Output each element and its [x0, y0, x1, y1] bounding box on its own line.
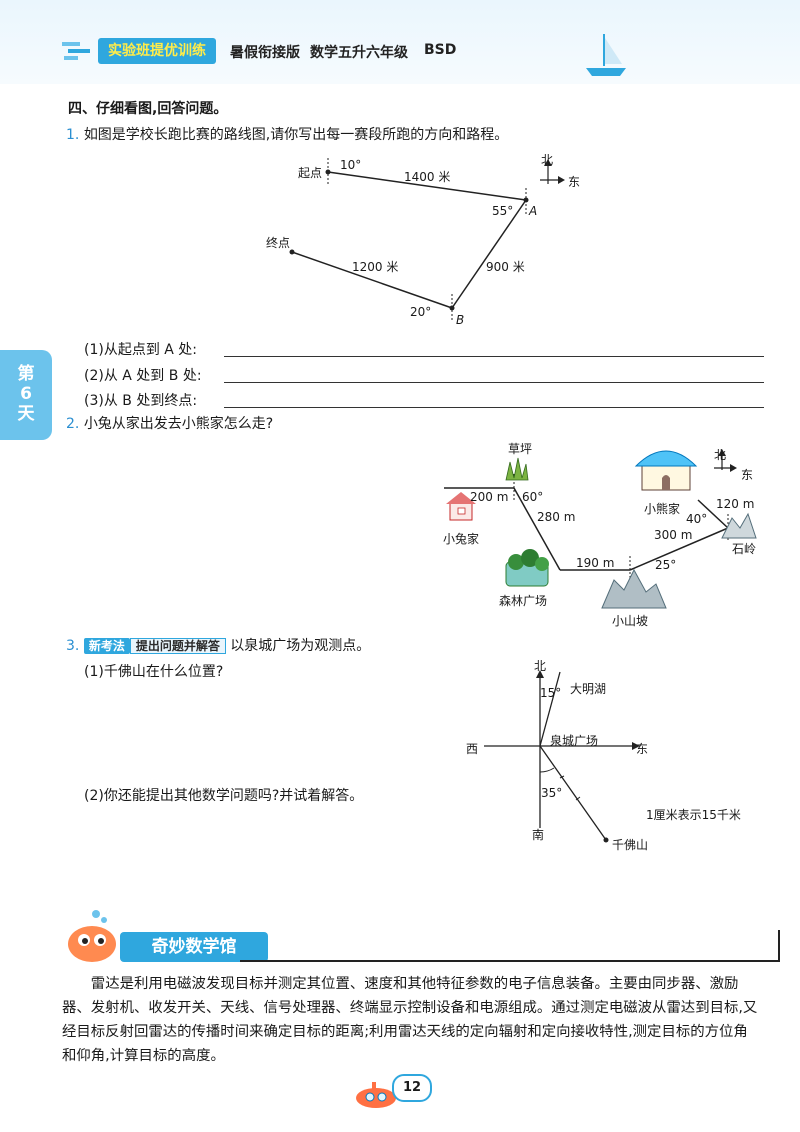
- q2-forest-label: 森林广场: [499, 594, 548, 608]
- rock-icon: [721, 512, 757, 539]
- boat-icon: [582, 30, 630, 80]
- q2-d3: 190 m: [576, 556, 615, 570]
- wonder-title: 奇妙数学馆: [120, 932, 268, 962]
- q2-a3: 40°: [686, 512, 708, 526]
- header-decoration-icon: [62, 40, 92, 62]
- q2-hill-label: 小山坡: [612, 614, 649, 628]
- day-tab-char: 天: [17, 404, 35, 424]
- q1-angle-start: 10°: [340, 158, 362, 172]
- q2-east-label: 东: [741, 468, 754, 482]
- wonder-paragraph: 雷达是利用电磁波发现目标并测定其位置、速度和其他特征参数的电子信息装备。主要由同…: [62, 976, 758, 1064]
- q3-compass-diagram: [484, 670, 640, 843]
- q2-path-diagram: [444, 449, 757, 609]
- q1-sub2: (2)从 A 处到 B 处:: [84, 368, 202, 384]
- q2-d1: 200 m: [470, 490, 509, 504]
- forest-icon: [505, 549, 549, 587]
- q1-answer-line-1[interactable]: [224, 356, 764, 357]
- q1-angle-b: 20°: [410, 305, 432, 319]
- q3-number: 3.: [66, 638, 80, 654]
- q2-rabbit-home: 小兔家: [443, 532, 480, 546]
- q3-south-label: 南: [532, 828, 545, 842]
- route-b-end: [291, 251, 453, 309]
- q2-d5: 120 m: [716, 497, 755, 511]
- q3-scale-label: 1厘米表示15千米: [646, 808, 741, 822]
- q3-tag-method: 提出问题并解答: [129, 638, 226, 654]
- q2-text: 2. 小兔从家出发去小熊家怎么走?: [66, 414, 273, 434]
- q1-point-b: B: [456, 313, 465, 327]
- q3-west-label: 西: [466, 742, 479, 756]
- q1-dist-b-end: 1200 米: [352, 260, 399, 274]
- bear-house-icon: [634, 450, 698, 491]
- q3-sub2: (2)你还能提出其他数学问题吗?并试着解答。: [84, 788, 364, 804]
- q1-answer-line-2[interactable]: [224, 382, 764, 383]
- q1-prompt: 如图是学校长跑比赛的路线图,请你写出每一赛段所跑的方向和路程。: [83, 127, 509, 143]
- grass-icon: [505, 457, 529, 481]
- q3-east-label: 东: [636, 742, 649, 756]
- q1-number: 1.: [66, 127, 80, 143]
- q1-dist-a-b: 900 米: [486, 260, 525, 274]
- wonder-divider: [240, 960, 780, 962]
- q3-angle-lake: 15°: [540, 686, 562, 700]
- q2-number: 2.: [66, 416, 80, 432]
- submarine-icon: [352, 1080, 402, 1112]
- day-side-tab: 第 6 天: [0, 350, 52, 440]
- q1-angle-a: 55°: [492, 204, 514, 218]
- q3-sub1: (1)千佛山在什么位置?: [84, 664, 224, 680]
- q1-start-label: 起点: [298, 166, 323, 180]
- q2-d2: 280 m: [537, 510, 576, 524]
- hill-icon: [601, 568, 667, 609]
- q3-text: 3. 新考法提出问题并解答 以泉城广场为观测点。: [66, 636, 370, 656]
- q2-grass-label: 草坪: [508, 442, 533, 456]
- q1-sub1: (1)从起点到 A 处:: [84, 342, 198, 358]
- q1-dist-start-a: 1400 米: [404, 170, 451, 184]
- q2-a2: 25°: [655, 558, 677, 572]
- q3-prompt: 以泉城广场为观测点。: [230, 638, 371, 654]
- q3-north-label: 北: [534, 659, 547, 673]
- q3-tag-new: 新考法: [83, 638, 130, 654]
- q2-d4: 300 m: [654, 528, 693, 542]
- q2-north-label: 北: [714, 448, 727, 462]
- q1-east-label: 东: [568, 175, 581, 189]
- subject-grade-label: 数学五升六年级: [310, 45, 408, 61]
- version-label: BSD: [424, 42, 457, 58]
- rabbit-house-icon: [446, 492, 476, 521]
- q1-route-diagram: [289, 158, 565, 322]
- q2-rock-label: 石岭: [732, 542, 757, 556]
- series-title: 实验班提优训练: [98, 38, 216, 64]
- route-a-b: [451, 199, 527, 309]
- day-tab-char: 第: [17, 364, 35, 384]
- q1-end-label: 终点: [266, 236, 291, 250]
- q3-center-label: 泉城广场: [550, 734, 599, 748]
- q1-text: 1. 如图是学校长跑比赛的路线图,请你写出每一赛段所跑的方向和路程。: [66, 125, 508, 145]
- route-start-a: [327, 171, 527, 201]
- q3-lake-label: 大明湖: [570, 682, 607, 696]
- page-number: 12: [392, 1074, 432, 1102]
- day-tab-char: 6: [20, 384, 32, 404]
- q3-mountain-label: 千佛山: [612, 838, 649, 852]
- q1-sub3: (3)从 B 处到终点:: [84, 393, 198, 409]
- q1-point-a: A: [529, 204, 538, 218]
- mascot-icon: [56, 908, 126, 968]
- wonder-divider-corner: [778, 930, 780, 962]
- q1-answer-line-3[interactable]: [224, 407, 764, 408]
- q1-north-label: 北: [541, 153, 554, 167]
- q2-prompt: 小兔从家出发去小熊家怎么走?: [83, 416, 274, 432]
- q2-a1: 60°: [522, 490, 544, 504]
- edition-label: 暑假衔接版: [230, 45, 300, 61]
- q2-bear-home: 小熊家: [644, 502, 681, 516]
- q3-angle-mountain: 35°: [541, 786, 563, 800]
- section-title: 四、仔细看图,回答问题。: [68, 101, 228, 117]
